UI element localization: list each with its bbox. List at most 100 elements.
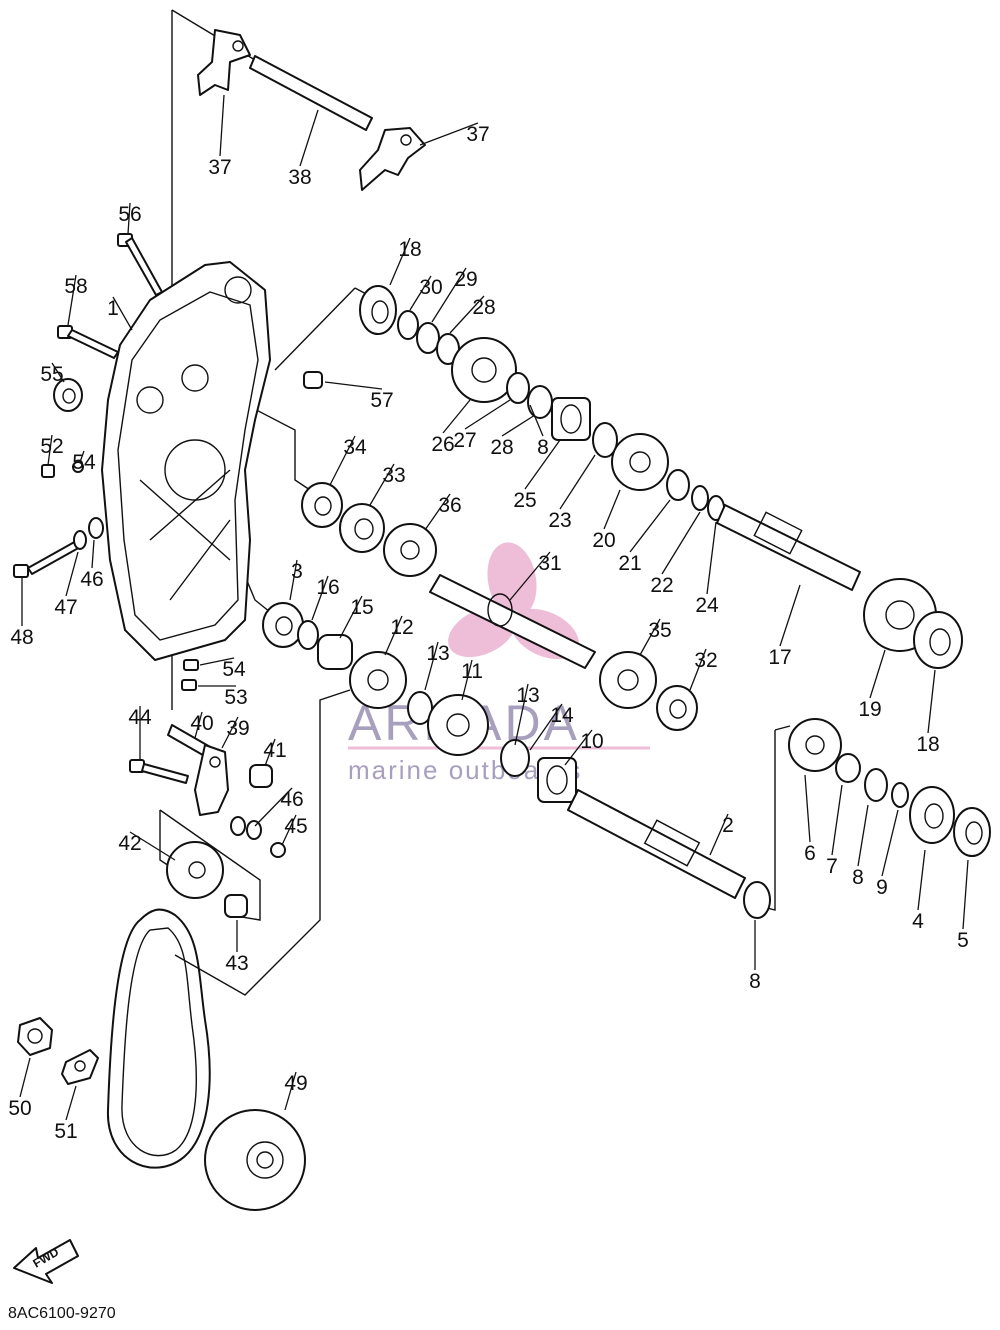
left-small-parts (13, 233, 199, 691)
shaft-2 (567, 789, 746, 899)
callout-label-31: 31 (538, 552, 561, 575)
gear-6 (788, 718, 842, 772)
callout-label-8: 8 (749, 970, 761, 993)
leader-line-55 (51, 362, 65, 383)
gear-35 (599, 651, 657, 709)
gear-26 (451, 337, 517, 403)
callout-label-7: 7 (826, 855, 838, 878)
gear-10 (537, 757, 577, 803)
leader-line-52 (47, 434, 53, 466)
nut-50 (17, 1017, 53, 1056)
seal-5 (953, 807, 991, 857)
callout-label-1: 1 (107, 297, 119, 320)
callout-label-37: 37 (466, 123, 489, 146)
callout-label-39: 39 (226, 717, 249, 740)
bolt-56 (117, 233, 163, 296)
callout-label-24: 24 (695, 594, 719, 617)
callout-label-2: 2 (722, 814, 734, 837)
callout-label-17: 17 (768, 646, 791, 669)
leader-line-34 (329, 435, 356, 486)
dowel-pin-57 (303, 371, 323, 389)
gear-12 (349, 651, 407, 709)
leader-line-24 (706, 521, 717, 595)
callout-label-38: 38 (288, 166, 311, 189)
middle-shaft-assembly (262, 482, 746, 899)
leader-line-1 (112, 296, 133, 331)
leader-line-28 (501, 414, 536, 437)
callout-label-8: 8 (852, 866, 864, 889)
leader-line-29 (431, 267, 467, 323)
leader-line-40 (194, 711, 203, 739)
callout-label-55: 55 (40, 363, 63, 386)
callout-label-49: 49 (284, 1072, 307, 1095)
callout-label-33: 33 (382, 464, 405, 487)
callout-label-23: 23 (548, 509, 571, 532)
drive-chain (106, 908, 211, 1169)
callout-label-57: 57 (370, 389, 393, 412)
bolt-44 (129, 759, 189, 784)
leader-line-9 (881, 809, 899, 877)
bearing-34 (301, 482, 343, 528)
right-lower-assembly (743, 718, 991, 919)
callout-label-4: 4 (912, 910, 924, 933)
leader-line-36 (424, 493, 451, 531)
callout-label-54: 54 (72, 451, 96, 474)
bolt-48 (13, 539, 83, 578)
lever-39 (194, 744, 229, 816)
leader-line-21 (629, 499, 671, 553)
callout-label-8: 8 (537, 436, 549, 459)
washer-21 (666, 469, 690, 501)
upper-shaft-assembly (359, 285, 963, 669)
shift-fork-upper (197, 29, 251, 96)
callout-label-5: 5 (957, 929, 969, 952)
spacer-15 (317, 634, 353, 670)
leader-line-15 (339, 595, 363, 639)
washer-23 (592, 422, 618, 458)
leader-line-12 (384, 615, 403, 656)
lock-washer-51 (61, 1049, 99, 1085)
callout-label-51: 51 (54, 1120, 77, 1143)
washer-8-lower (743, 881, 771, 919)
leader-line-50 (19, 1057, 31, 1098)
gear-case-cover (101, 261, 271, 661)
gear-11 (427, 694, 489, 756)
callout-label-15: 15 (350, 596, 373, 619)
callout-label-48: 48 (10, 626, 33, 649)
leader-line-3 (289, 559, 298, 601)
callout-label-25: 25 (513, 489, 536, 512)
callout-label-44: 44 (128, 706, 152, 729)
leader-line-45 (281, 814, 297, 846)
leader-line-58 (67, 274, 77, 326)
nut-45 (270, 842, 286, 858)
circlip-22 (691, 485, 709, 511)
circlip-9 (891, 782, 909, 808)
washer-46 (88, 517, 104, 539)
callout-label-21: 21 (618, 552, 641, 575)
lower-left-assembly (129, 724, 286, 918)
shift-rod (249, 55, 373, 131)
callout-label-36: 36 (438, 494, 461, 517)
leader-line-35 (639, 618, 661, 656)
leader-line-6 (804, 774, 811, 843)
bearing-18-right (913, 611, 963, 669)
washer-54 (72, 461, 84, 473)
washer-47 (73, 530, 87, 550)
leader-line-8 (529, 404, 544, 437)
bearing-3 (262, 602, 304, 648)
callout-label-41: 41 (263, 739, 286, 762)
bush-43 (224, 894, 248, 918)
bolt-58 (57, 325, 119, 359)
callout-label-29: 29 (454, 268, 477, 291)
callout-label-43: 43 (225, 952, 248, 975)
leader-line-7 (831, 784, 843, 856)
callout-label-19: 19 (858, 698, 881, 721)
washer-16 (297, 620, 319, 650)
leader-line-32 (689, 648, 707, 691)
leader-line-38 (299, 109, 319, 167)
leader-line-8 (857, 804, 869, 867)
callout-label-28: 28 (472, 296, 495, 319)
leader-line-37 (219, 94, 225, 157)
leader-line-4 (917, 849, 926, 911)
